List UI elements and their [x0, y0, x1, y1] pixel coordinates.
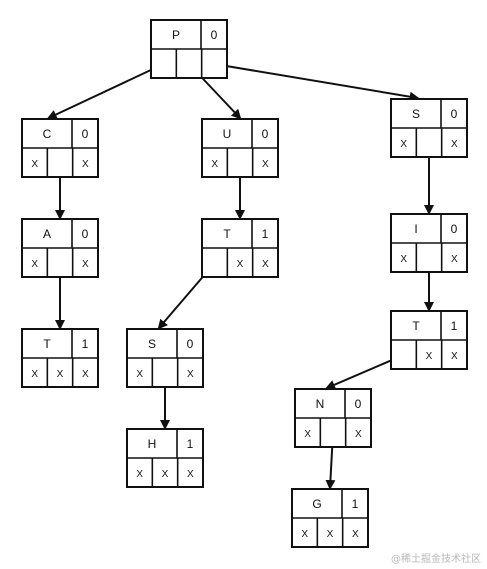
node-slot: X [400, 254, 407, 265]
node-flag: 1 [352, 497, 359, 511]
node-flag: 1 [451, 319, 458, 333]
node-flag: 0 [82, 227, 89, 241]
trie-node-g: G 1X X X [291, 488, 369, 548]
node-char: T [223, 227, 231, 241]
node-flag: 0 [451, 222, 458, 236]
trie-node-t2: T 1X X X [21, 328, 99, 388]
node-slot: X [82, 259, 89, 270]
node-slot: X [162, 469, 169, 480]
node-slot: X [262, 259, 269, 270]
node-slot: X [187, 469, 194, 480]
node-slot: X [400, 139, 407, 150]
node-flag: 0 [211, 28, 218, 42]
node-slot: X [31, 259, 38, 270]
edge-p-c [46, 63, 165, 120]
trie-node-s2: S 0X X [126, 328, 204, 388]
trie-node-c: C 0X X [21, 118, 99, 178]
node-char: A [43, 227, 51, 241]
trie-node-s1: S 0X X [390, 98, 468, 158]
node-flag: 0 [82, 127, 89, 141]
node-slot: X [82, 159, 89, 170]
node-flag: 1 [187, 437, 194, 451]
trie-node-n: N 0X X [294, 388, 372, 448]
node-flag: 0 [187, 337, 194, 351]
node-slot: X [301, 529, 308, 540]
node-slot: X [451, 254, 458, 265]
node-slot: X [262, 159, 269, 170]
node-slot: X [304, 429, 311, 440]
node-flag: 0 [451, 107, 458, 121]
node-slot: X [426, 351, 433, 362]
node-char: T [412, 319, 420, 333]
node-char: G [312, 497, 321, 511]
node-flag: 1 [82, 337, 89, 351]
node-slot: X [31, 369, 38, 380]
watermark: @稀土掘金技术社区 [391, 554, 481, 565]
trie-node-a: A 0X X [21, 218, 99, 278]
trie-node-u: U 0X X [201, 118, 279, 178]
trie-node-t1: T 1X X [201, 218, 279, 278]
node-slot: X [211, 159, 218, 170]
node-flag: 0 [262, 127, 269, 141]
trie-node-h: H 1X X X [126, 428, 204, 488]
trie-node-i: I 0X X [390, 213, 468, 273]
node-char: S [148, 337, 156, 351]
node-slot: X [57, 369, 64, 380]
node-char: S [412, 107, 420, 121]
edge-p-s1 [214, 63, 420, 102]
node-slot: X [82, 369, 89, 380]
node-char: I [414, 222, 417, 236]
node-char: P [172, 28, 180, 42]
node-slot: X [237, 259, 244, 270]
node-char: H [148, 437, 157, 451]
node-slot: X [187, 369, 194, 380]
node-slot: X [136, 469, 143, 480]
node-slot: X [451, 139, 458, 150]
node-slot: X [31, 159, 38, 170]
node-char: T [43, 337, 51, 351]
node-slot: X [451, 351, 458, 362]
node-flag: 1 [262, 227, 269, 241]
node-char: C [43, 127, 52, 141]
node-slot: X [352, 529, 359, 540]
node-char: N [316, 397, 325, 411]
node-char: U [223, 127, 232, 141]
node-slot: X [327, 529, 334, 540]
node-slot: X [355, 429, 362, 440]
node-flag: 0 [355, 397, 362, 411]
node-slot: X [136, 369, 143, 380]
trie-node-t3: T 1X X [390, 310, 468, 370]
